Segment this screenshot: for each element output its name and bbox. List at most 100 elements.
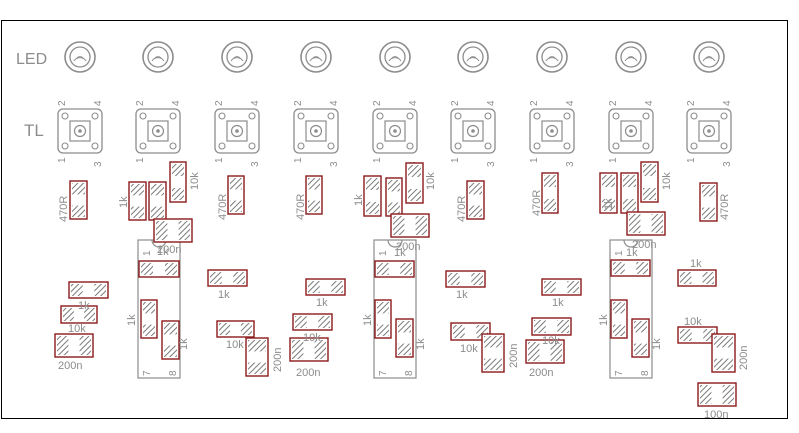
switch-pin-label: 1 [293, 157, 304, 163]
value-label: 200n [296, 367, 320, 379]
value-label: 470R [217, 194, 229, 220]
value-label: 1k [456, 289, 468, 301]
smd-component [54, 333, 94, 358]
smd-component [395, 318, 414, 358]
smd-component [541, 172, 559, 214]
value-label: 200n [632, 239, 656, 251]
ic-pin-label: 1 [378, 250, 389, 256]
value-label: 1k [626, 247, 638, 259]
smd-component [216, 320, 255, 338]
switch-pin-label: 2 [686, 100, 697, 106]
smd-component [450, 322, 491, 341]
value-label: 200n [157, 244, 181, 256]
ic-pin-label: 7 [614, 370, 625, 376]
switch-pin-label: 4 [486, 100, 497, 106]
switch-pin-label: 1 [450, 157, 461, 163]
value-label: 1k [353, 194, 365, 206]
smd-component [207, 269, 248, 287]
value-label: 1k [603, 198, 615, 210]
switch-pin-label: 1 [686, 157, 697, 163]
ic-pin-label: 8 [168, 370, 179, 376]
smd-component [148, 181, 167, 221]
value-label: 470R [719, 194, 731, 220]
smd-component [140, 299, 158, 339]
smd-component [68, 281, 109, 299]
ic-pin-label: 7 [378, 370, 389, 376]
switch-pin-label: 1 [135, 157, 146, 163]
switch-pin-label: 3 [486, 161, 497, 167]
smd-component [525, 339, 565, 364]
value-label: 200n [396, 241, 420, 253]
switch-pin-label: 3 [93, 161, 104, 167]
led-footprint [300, 41, 332, 73]
led-footprint [615, 41, 647, 73]
value-label: 200n [738, 346, 750, 370]
value-label: 1k [598, 314, 610, 326]
smd-component [390, 213, 430, 238]
switch-pin-label: 4 [250, 100, 261, 106]
tactile-switch-footprint: 2 4 1 3 [214, 100, 261, 167]
smd-component [631, 318, 650, 358]
smd-component [128, 181, 147, 221]
smd-component [677, 326, 718, 344]
led-footprint [457, 41, 489, 73]
smd-component [363, 175, 382, 217]
switch-pin-label: 1 [214, 157, 225, 163]
ic-pin-label: 1 [614, 250, 625, 256]
switch-pin-label: 2 [214, 100, 225, 106]
smd-component [227, 175, 245, 215]
value-label: 470R [456, 196, 468, 222]
value-label: 1k [118, 196, 130, 208]
ic-footprint: 1 7 8 [609, 239, 653, 379]
ic-pin-label: 7 [142, 370, 153, 376]
value-label: 470R [531, 190, 543, 216]
ic-pin-label: 8 [640, 370, 651, 376]
ic-footprint: 1 7 8 [373, 239, 417, 379]
switch-pin-label: 1 [529, 157, 540, 163]
smd-component [138, 260, 180, 278]
value-label: 1k [126, 314, 138, 326]
value-label: 10k [303, 332, 321, 344]
switch-row-label: TL [24, 121, 44, 140]
smd-component [405, 162, 424, 204]
switch-row: 241324132413241324132413241324132413 [57, 100, 733, 167]
smd-component [153, 218, 193, 243]
smd-component [466, 180, 485, 220]
switch-pin-label: 2 [529, 100, 540, 106]
switch-pin-label: 2 [372, 100, 383, 106]
smd-component [481, 333, 505, 373]
value-label: 200n [529, 367, 553, 379]
value-label: 1k [651, 338, 663, 350]
smd-component [385, 177, 403, 217]
smd-component [245, 337, 269, 377]
smd-component [711, 333, 736, 373]
led-footprint [64, 41, 96, 73]
smd-component [531, 317, 572, 336]
led-footprint [536, 41, 568, 73]
switch-pin-label: 4 [171, 100, 182, 106]
switch-pin-label: 3 [250, 161, 261, 167]
value-label: 1k [178, 338, 190, 350]
value-label: 10k [68, 323, 86, 335]
value-label: 10k [189, 172, 201, 190]
switch-pin-label: 3 [722, 161, 733, 167]
switch-pin-label: 4 [644, 100, 655, 106]
led-footprint [379, 41, 411, 73]
value-label: 1k [157, 246, 169, 258]
switch-pin-label: 1 [608, 157, 619, 163]
value-label: 10k [460, 343, 478, 355]
value-label: 1k [78, 300, 90, 312]
switch-pin-label: 2 [57, 100, 68, 106]
smd-component [161, 320, 180, 360]
ic-pin-label: 8 [404, 370, 415, 376]
smd-component [697, 382, 737, 407]
value-label: 200n [508, 344, 520, 368]
led-footprint [693, 41, 725, 73]
switch-pin-label: 1 [372, 157, 383, 163]
